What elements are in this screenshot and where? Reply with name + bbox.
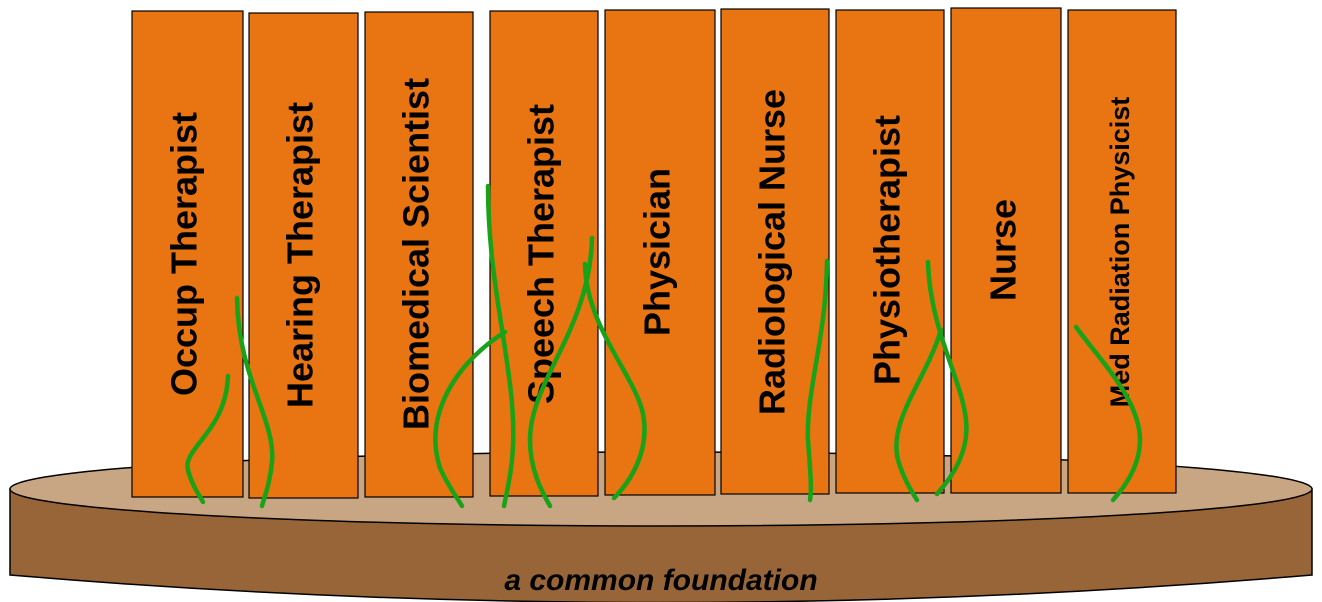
pillar-nurse: Nurse — [950, 7, 1062, 494]
pillar-body — [950, 7, 1062, 494]
pillar-body — [1067, 9, 1177, 494]
vine-icon — [234, 295, 275, 509]
pillar-label: Physiotherapist — [867, 115, 908, 385]
vine-icon — [527, 235, 595, 509]
pillar-physiotherapist: Physiotherapist — [835, 9, 945, 494]
pillar-body — [604, 9, 716, 496]
foundation-caption: a common foundation — [504, 564, 817, 597]
pillar-label: Biomedical Scientist — [396, 78, 437, 430]
pillar-med-radiation-physicist: Med Radiation Physicist — [1067, 9, 1177, 494]
pillar-label: Nurse — [983, 199, 1024, 301]
pillar-speech-therapist: Speech Therapist — [489, 10, 599, 497]
pillar-label: Speech Therapist — [521, 104, 562, 404]
pillar-label: Hearing Therapist — [280, 102, 321, 408]
pillars: Occup Therapist Hearing Therapist Biomed… — [131, 7, 1177, 499]
pillar-physician: Physician — [604, 9, 716, 496]
pillar-radiological-nurse: Radiological Nurse — [720, 8, 830, 495]
pillar-body — [364, 11, 474, 498]
vine-icon — [925, 259, 969, 497]
pillar-body — [248, 12, 359, 499]
pillar-label: Radiological Nurse — [752, 89, 793, 415]
pillar-hearing-therapist: Hearing Therapist — [248, 12, 359, 499]
vines — [185, 183, 1143, 509]
vine-icon — [582, 261, 647, 501]
vine-icon — [485, 183, 516, 509]
pillar-label: Physician — [637, 168, 678, 336]
vine-icon — [185, 373, 231, 505]
pillar-occup-therapist: Occup Therapist — [131, 10, 244, 498]
vine-icon — [805, 258, 830, 503]
pillar-body — [835, 9, 945, 494]
vine-icon — [433, 329, 508, 509]
vine-icon — [1073, 324, 1143, 503]
vine-icon — [894, 327, 944, 503]
pillar-label: Med Radiation Physicist — [1105, 97, 1135, 408]
pillar-biomedical-scientist: Biomedical Scientist — [364, 11, 474, 498]
pillar-label: Occup Therapist — [164, 112, 205, 396]
pillar-body — [131, 10, 244, 498]
pillar-body — [489, 10, 599, 497]
